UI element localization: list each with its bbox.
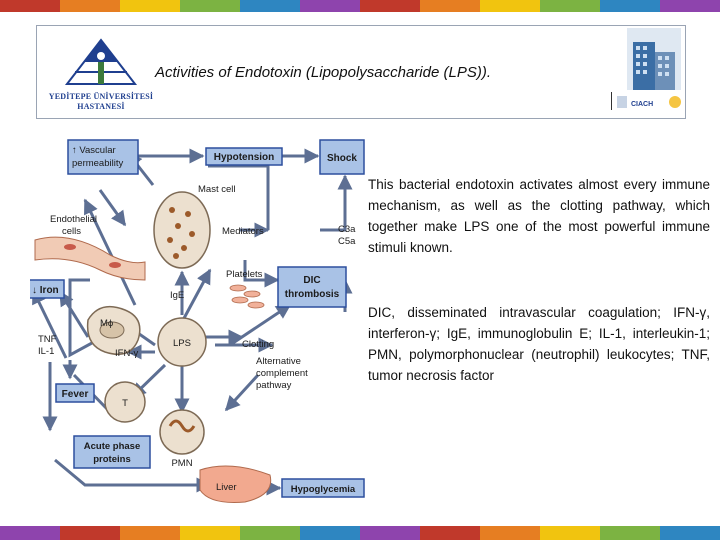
label-lps: LPS [173,338,191,349]
box-fever: Fever [55,383,95,403]
label-pmn: PMN [171,458,192,469]
macrophage-illustration [86,305,141,355]
box-hypotension: Hypotension [205,147,283,166]
liver-illustration [199,465,272,503]
partner-text: CIACH [631,101,653,108]
label-dic: DIC [303,275,320,286]
label-iron: ↓ Iron [32,285,59,296]
logo-line-1: YEDİTEPE ÜNİVERSİTESİ [48,92,154,101]
box-vascular-permeability: ↑ Vascular permeability [67,139,139,175]
label-tnf: TNF [38,334,57,345]
label-pathway: pathway [256,380,292,391]
label-liver: Liver [216,482,237,493]
building-image [627,28,681,90]
description-paragraph-2: DIC, disseminated intravascular coagulat… [368,305,710,383]
label-clotting: Clotting [242,339,274,350]
badge-icon [669,96,681,108]
hospital-logo: YEDİTEPE ÜNİVERSİTESİ HASTANESİ [45,36,157,111]
page-title: Activities of Endotoxin (Lipopolysacchar… [155,64,491,81]
t-cell-illustration [104,381,146,423]
label-acute: Acute phase [84,441,141,452]
label-t-cell: T [122,398,128,409]
pmn-illustration [159,409,205,455]
label-vascular: ↑ Vascular [72,145,116,156]
box-dic-thrombosis: DIC thrombosis [277,266,347,308]
label-c3a: C3a [338,224,356,235]
endothelial-cells-illustration [34,236,146,281]
header-divider [611,92,612,110]
partner-logo-icon [617,96,627,108]
top-color-stripe [0,0,720,12]
label-mast-cell: Mast cell [198,184,235,195]
label-ige: IgE [170,290,184,301]
label-shock: Shock [327,153,357,164]
label-permeability: permeability [72,158,123,169]
label-macrophage: Mϕ [100,318,113,329]
endotoxin-diagram: ↑ Vascular permeability Hypotension Shoc… [30,139,365,503]
description-paragraph-1: This bacterial endotoxin activates almos… [368,177,710,255]
label-alternative: Alternative [256,356,301,367]
box-hypoglycemia: Hypoglycemia [281,478,365,498]
label-hypotension: Hypotension [214,152,275,163]
label-fever: Fever [62,389,89,400]
label-hypoglycemia: Hypoglycemia [291,484,356,495]
label-platelets: Platelets [226,269,263,280]
box-shock: Shock [319,139,365,175]
label-endothelial: Endothelial [50,214,97,225]
logo-line-2: HASTANESİ [77,102,125,111]
lps-cell-illustration [157,317,207,367]
label-c5a: C5a [338,236,356,247]
mast-cell-illustration [153,191,211,269]
platelets-illustration [229,284,265,309]
label-il1: IL-1 [38,346,54,357]
hospital-logo-icon [64,38,138,85]
box-acute-phase-proteins: Acute phase proteins [73,435,151,469]
box-iron: ↓ Iron [30,279,65,299]
partner-logos: CIACH [615,92,685,112]
label-thrombosis: thrombosis [285,289,340,300]
label-ifn: IFN-γ [115,348,138,359]
label-proteins: proteins [93,454,130,465]
slide-header: YEDİTEPE ÜNİVERSİTESİ HASTANESİ Activiti… [36,25,686,119]
label-cells: cells [62,226,81,237]
label-complement: complement [256,368,308,379]
bottom-color-stripe [0,526,720,540]
label-mediators: Mediators [222,226,264,237]
